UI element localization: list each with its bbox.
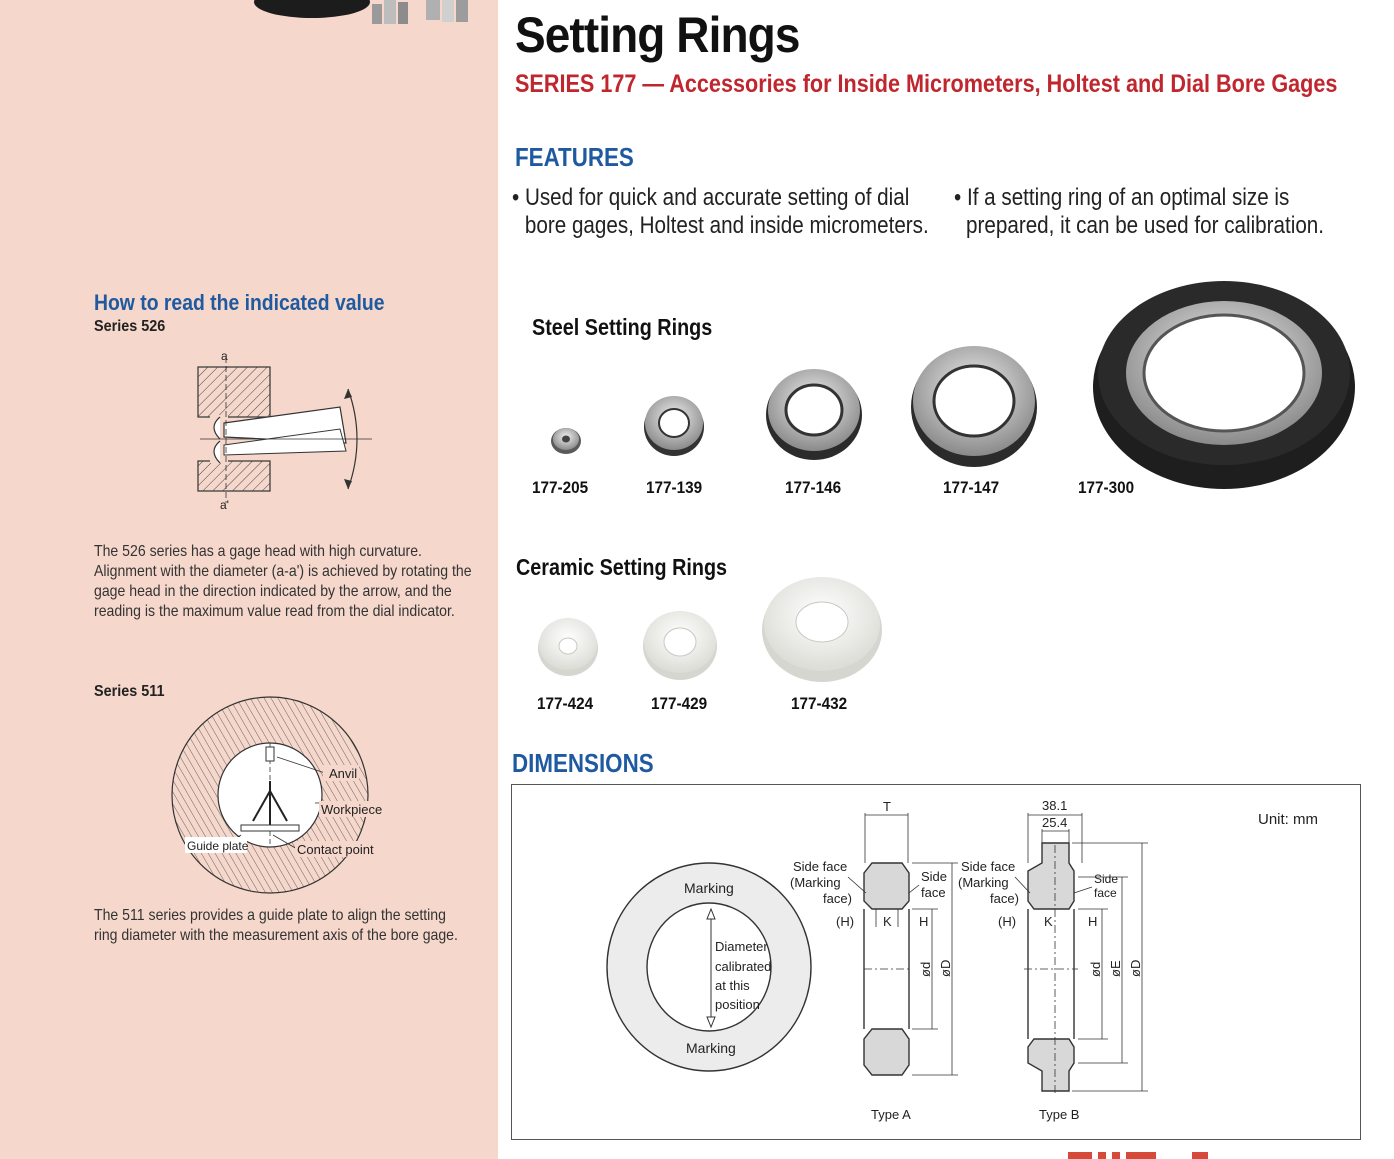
- diameter-note: calibrated: [715, 959, 771, 974]
- label-contact-point: Contact point: [297, 842, 374, 857]
- cropped-footer-fragment: [1068, 1152, 1228, 1159]
- dimensions-diagram: Unit: mm Marking Marking Diameter calibr…: [606, 798, 1318, 1122]
- typeB-D: øD: [1128, 960, 1143, 977]
- typeB-side-face: face: [1094, 886, 1117, 900]
- ring-code-label: 177-205: [532, 478, 589, 497]
- features-heading: FEATURES: [515, 142, 634, 172]
- label-a: a: [221, 349, 228, 363]
- typeB-side-face-marking: face): [990, 891, 1019, 906]
- ceramic-rings-heading: Ceramic Setting Rings: [516, 554, 728, 580]
- typeB-H: H: [1088, 914, 1097, 929]
- series-526-diagram: a a': [197, 349, 372, 512]
- ring-177-146: [766, 369, 862, 460]
- typeA-d: ød: [918, 962, 933, 977]
- feature-item: • If a setting ring of an optimal size i…: [954, 184, 1384, 240]
- typeA-H-paren: (H): [836, 914, 854, 929]
- type-a-section: T Side face (Marking face) Side face (H)…: [790, 799, 958, 1122]
- typeA-side-face-marking: face): [823, 891, 852, 906]
- ring-177-139: [644, 396, 704, 456]
- feature-item: • Used for quick and accurate setting of…: [512, 184, 997, 240]
- typeB-K: K: [1044, 914, 1053, 929]
- typeA-side-face-marking: Side face: [793, 859, 847, 874]
- typeB-E: øE: [1108, 960, 1123, 977]
- typeA-D: øD: [938, 960, 953, 977]
- ring-177-147: [911, 346, 1037, 467]
- typeB-H-paren: (H): [998, 914, 1016, 929]
- typeB-side-face: Side: [1094, 872, 1118, 886]
- ring-code-label: 177-147: [943, 478, 1000, 497]
- ring-177-205: [551, 428, 581, 454]
- ring-code-label: 177-139: [646, 478, 703, 497]
- typeB-side-face-marking: (Marking: [958, 875, 1009, 890]
- typeA-H: H: [919, 914, 928, 929]
- feature-line: prepared, it can be used for calibration…: [966, 212, 1325, 239]
- typeB-d: ød: [1088, 962, 1103, 977]
- ceramic-rings-photo: [538, 577, 882, 682]
- label-workpiece: Workpiece: [321, 802, 382, 817]
- feature-line: • Used for quick and accurate setting of…: [512, 184, 910, 211]
- series-526-label: Series 526: [94, 318, 166, 335]
- product-photo-fragment: [254, 0, 468, 24]
- marking-top-label: Marking: [684, 880, 734, 896]
- dimensions-heading: DIMENSIONS: [512, 748, 654, 778]
- sidebar-heading: How to read the indicated value: [94, 290, 385, 315]
- typeA-caption: Type A: [871, 1107, 911, 1122]
- ring-177-429: [643, 611, 717, 680]
- typeB-side-face-marking: Side face: [961, 859, 1015, 874]
- ring-code-label: 177-429: [651, 694, 708, 713]
- diameter-note: at this: [715, 978, 750, 993]
- marking-bottom-label: Marking: [686, 1040, 736, 1056]
- ring-code-label: 177-432: [791, 694, 848, 713]
- typeA-T-label: T: [883, 799, 891, 814]
- series-511-description: The 511 series provides a guide plate to…: [94, 907, 458, 944]
- steel-rings-heading: Steel Setting Rings: [532, 314, 713, 340]
- unit-label: Unit: mm: [1258, 811, 1318, 828]
- diameter-note: Diameter: [715, 939, 768, 954]
- typeA-side-face: Side: [921, 869, 947, 884]
- series-511-label: Series 511: [94, 683, 165, 700]
- typeB-caption: Type B: [1039, 1107, 1079, 1122]
- ring-front-view: Marking Marking Diameter calibrated at t…: [606, 862, 812, 1072]
- feature-line: bore gages, Holtest and inside micromete…: [524, 212, 929, 239]
- typeB-dim1: 38.1: [1042, 798, 1067, 813]
- label-anvil: Anvil: [329, 766, 357, 781]
- series-511-diagram: Anvil Workpiece Guide plate Contact poin…: [171, 696, 383, 894]
- page-subtitle: SERIES 177 — Accessories for Inside Micr…: [515, 70, 1338, 98]
- ring-code-label: 177-146: [785, 478, 842, 497]
- ring-code-label: 177-424: [537, 694, 594, 713]
- diameter-note: position: [715, 997, 760, 1012]
- series-526-description: The 526 series has a gage head with high…: [94, 543, 472, 620]
- label-a-prime: a': [220, 498, 229, 512]
- type-b-section: 38.1 25.4 Side face (Marking face) Side …: [958, 798, 1148, 1122]
- page-title: Setting Rings: [515, 7, 800, 63]
- feature-line: • If a setting ring of an optimal size i…: [954, 184, 1290, 211]
- label-guide-plate: Guide plate: [187, 839, 249, 853]
- steel-rings-photo: [551, 281, 1355, 489]
- ring-177-300: [1093, 281, 1355, 489]
- typeA-side-face: face: [921, 885, 946, 900]
- ring-code-label: 177-300: [1078, 478, 1135, 497]
- typeA-K: K: [883, 914, 892, 929]
- sidebar-panel: [0, 0, 498, 1159]
- typeA-side-face-marking: (Marking: [790, 875, 841, 890]
- typeB-dim2: 25.4: [1042, 815, 1067, 830]
- ring-177-432: [762, 577, 882, 682]
- ring-177-424: [538, 618, 598, 676]
